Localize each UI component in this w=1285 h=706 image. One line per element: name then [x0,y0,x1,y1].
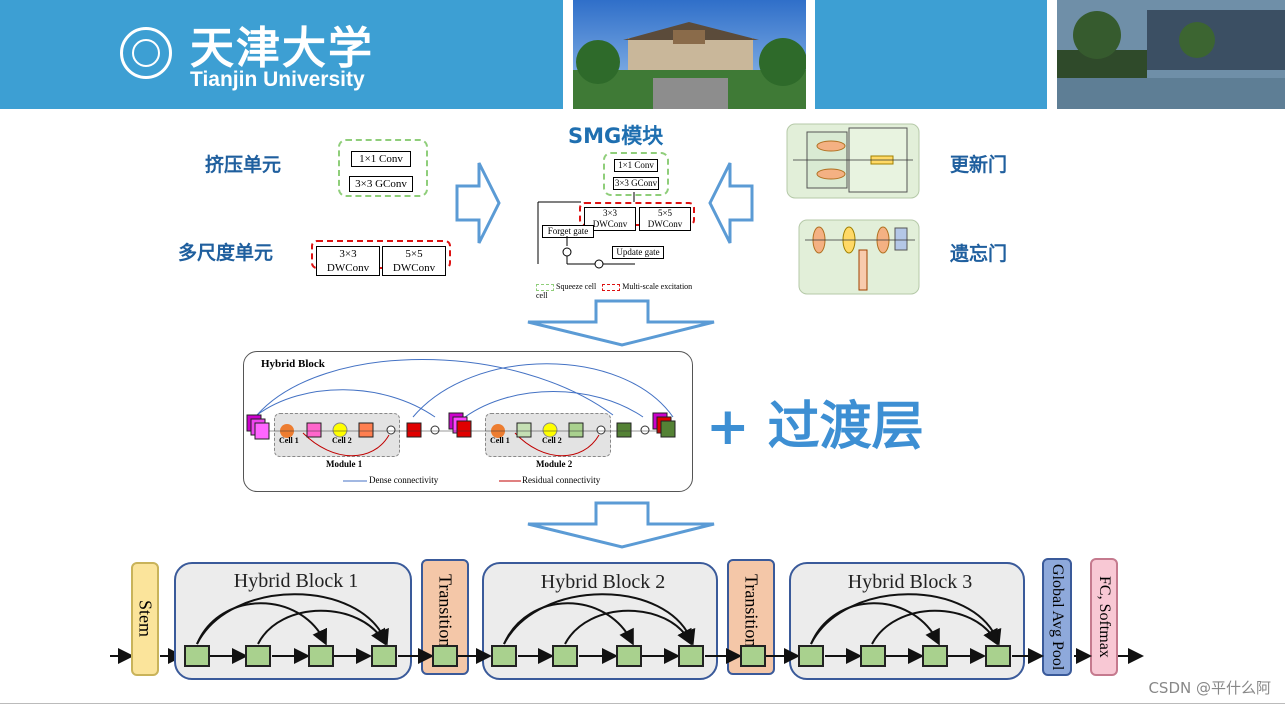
smg-gconv-box: 3×3 GConv [613,177,659,190]
footer-divider [0,703,1285,704]
stem-block: Stem [131,562,159,676]
conv1x1-box: 1×1 Conv [351,151,411,167]
cell-node [922,645,948,667]
update-gate-label: 更新门 [950,154,1008,176]
dwconv3-box: 3×3 DWConv [316,246,380,276]
cell1-label-m2: Cell 1 [490,436,510,445]
legend-residual-text: Residual connectivity [522,475,601,485]
hybrid-block-3-title: Hybrid Block 3 [847,571,973,593]
smg-multiscale-frame [579,202,695,226]
cell-node [985,645,1011,667]
hybrid-block-title: Hybrid Block [261,358,325,370]
legend-dense-text: Dense connectivity [369,475,439,485]
module2-label: Module 2 [536,459,573,469]
pipeline-inner-chains [196,593,1092,664]
legend-squeeze-text: Squeeze cell [556,282,597,291]
fc-softmax: FC, Softmax [1090,558,1118,676]
cell-node [552,645,578,667]
legend-squeeze-swatch [536,283,554,291]
multiscale-cell-frame [311,240,451,269]
smg-squeeze-frame [603,152,669,196]
smg-conv1-box: 1×1 Conv [614,159,658,172]
forget-gate-diagram [798,219,920,295]
dwconv5-box: 5×5 DWConv [382,246,446,276]
transition-2: Transition 2 [727,559,775,675]
campus-photo-lake [1057,0,1285,109]
cell2-label: Cell 2 [332,436,352,445]
forget-gate-box: Forget gate [542,225,594,238]
update-gate-box: Update gate [612,246,664,259]
legend-multiscale-text: Multi-scale excitation cell [536,282,693,300]
squeeze-cell-frame [338,139,428,197]
smg-dwconv5-box: 5×5 DWConv [639,207,691,231]
down-arrow-icon-2 [527,501,715,549]
cell-node [860,645,886,667]
campus-photo-main-building [573,0,806,109]
cell-node [371,645,397,667]
plus-transition-text: + 过渡层 [706,397,924,457]
transition-node [432,645,458,667]
smg-connectors [537,192,635,269]
transition-node [740,645,766,667]
update-gate-diagram [786,123,920,199]
university-name-en: Tianjin University [190,68,365,91]
left-arrow-icon [708,162,754,244]
cell-node [245,645,271,667]
cell-node [616,645,642,667]
hybrid-block-1-title: Hybrid Block 1 [233,570,359,592]
cell-node [491,645,517,667]
csdn-watermark: CSDN @平什么阿 [1148,679,1271,697]
university-name-cn: 天津大学 [190,23,374,74]
cell-node [798,645,824,667]
module1-label: Module 1 [326,459,363,469]
hybrid-block-2-title: Hybrid Block 2 [540,571,666,593]
university-seal-icon [120,27,172,79]
forget-gate-label: 遗忘门 [950,243,1008,265]
header-band [0,0,563,109]
cell1-label: Cell 1 [279,436,299,445]
smg-module-title: SMG模块 [568,124,664,148]
header-band-right [815,0,1047,109]
down-arrow-icon [527,299,715,347]
gconv-box: 3×3 GConv [349,176,413,192]
squeeze-cell-label: 挤压单元 [205,154,282,176]
cell-node [184,645,210,667]
cell2-label-m2: Cell 2 [542,436,562,445]
multiscale-cell-label: 多尺度单元 [178,242,274,264]
right-arrow-icon [455,162,501,244]
cell-node [678,645,704,667]
global-avg-pool: Global Avg Pool [1042,558,1072,676]
hybrid-block-diagram [246,359,676,482]
university-seal-inner [132,39,160,67]
legend-multiscale-swatch [602,283,621,291]
cell-node [308,645,334,667]
